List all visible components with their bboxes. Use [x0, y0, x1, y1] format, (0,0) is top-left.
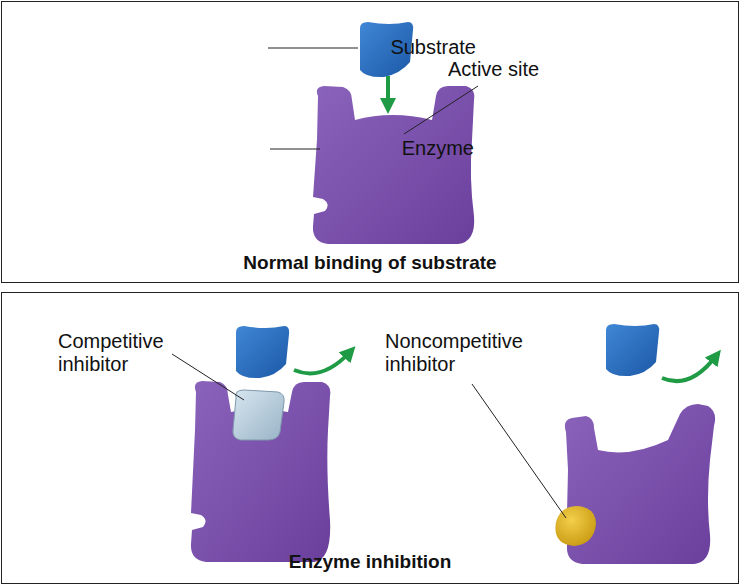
deflect-arrow: [662, 356, 716, 381]
deflect-arrow: [294, 352, 350, 373]
enzyme-shape: [191, 381, 330, 562]
enzyme-shape: [313, 86, 474, 244]
panel-frame: Normal binding of substrate: [1, 1, 739, 283]
leader-line: [268, 48, 358, 49]
part-label: Substrate: [390, 36, 476, 59]
panel-caption: Normal binding of substrate: [2, 252, 738, 274]
part-label: Noncompetitive inhibitor: [385, 330, 537, 376]
binding-arrow: [386, 76, 390, 106]
leader-line: [472, 384, 566, 518]
part-label: Competitive inhibitor: [58, 330, 173, 376]
panel-caption: Enzyme inhibition: [2, 551, 738, 573]
leader-line: [270, 149, 320, 150]
leader-line: [172, 354, 244, 400]
part-label: Active site: [448, 58, 539, 81]
substrate-shape: [606, 324, 659, 376]
leader-line: [404, 86, 478, 134]
substrate-shape: [236, 326, 289, 378]
part-label: Enzyme: [402, 137, 474, 160]
